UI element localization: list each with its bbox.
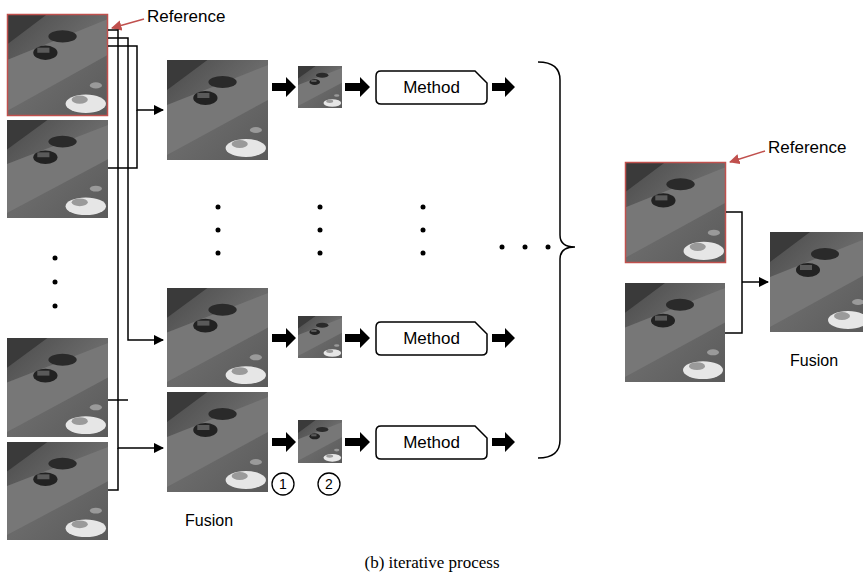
box-text: Method — [403, 78, 460, 98]
callout-number: 2 — [325, 476, 333, 492]
callout-number: 1 — [279, 476, 287, 492]
caption: (b) iterative process — [365, 553, 500, 573]
reference-label: Reference — [768, 138, 846, 158]
method-box: Method — [375, 425, 488, 460]
reference-label: Reference — [147, 7, 225, 27]
method-box: Method — [375, 70, 488, 105]
fusion-label: Fusion — [790, 352, 838, 370]
method-box: Method — [375, 321, 488, 356]
box-text: Method — [403, 433, 460, 453]
box-text: Method — [403, 329, 460, 349]
fusion-label: Fusion — [185, 512, 233, 530]
